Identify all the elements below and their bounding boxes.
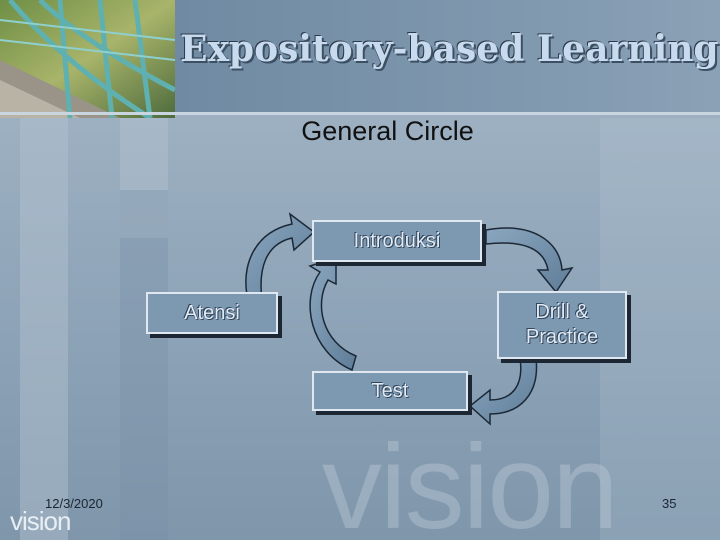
arrow-atensi-to-introduksi [245,212,316,301]
node-introduksi-label: Introduksi [353,229,441,252]
slide-title: Expository-based Learning [180,28,719,70]
node-drill-practice: Drill & Practice [497,291,627,359]
page-number: 35 [662,496,677,511]
header-photo [0,0,175,118]
header-banner [175,0,720,112]
bridge-photo-image [0,0,175,118]
node-drill-label-line2: Practice [525,326,599,348]
arrow-drill-to-test [468,357,538,426]
footer-date: 12/3/2020 [45,496,103,511]
node-test-label: Test [371,379,409,402]
arrow-test-to-introduksi [308,256,357,372]
vision-logo: vision [10,506,71,536]
node-test: Test [312,371,468,411]
header-divider [0,112,720,115]
slide-subtitle: General Circle [301,116,474,146]
node-atensi: Atensi [146,292,278,334]
node-atensi-label: Atensi [184,301,240,324]
arrow-introduksi-to-drill [485,227,574,294]
node-introduksi: Introduksi [312,220,482,262]
node-drill-label-line1: Drill & [535,301,589,323]
vision-watermark: vision [322,420,619,540]
